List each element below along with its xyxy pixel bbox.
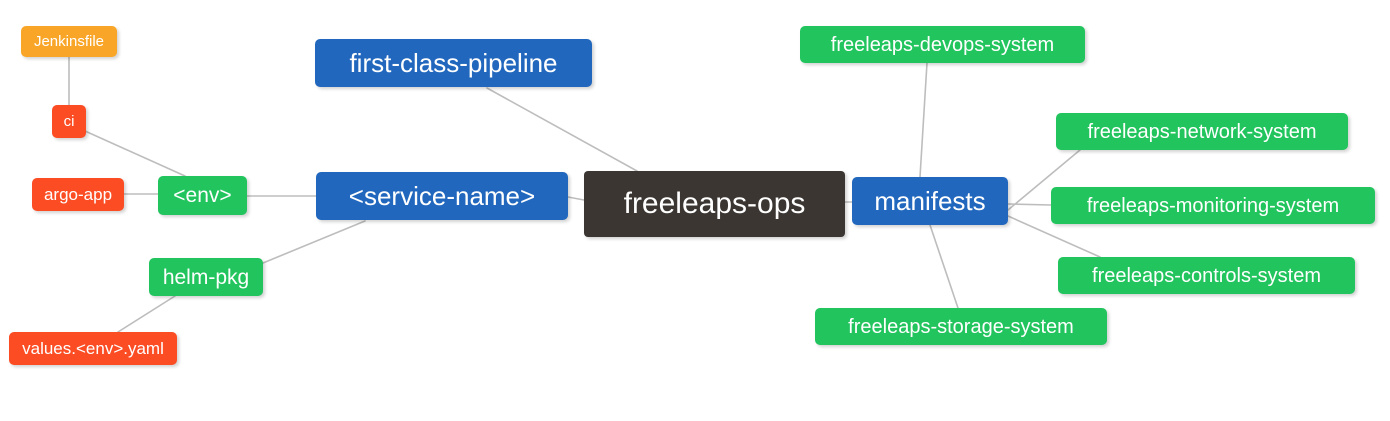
node-label: helm-pkg <box>162 265 250 289</box>
edge-manifests-to-freeleaps-monitoring-system <box>1007 203 1052 206</box>
mindmap-node-first-class-pipeline[interactable]: first-class-pipeline <box>315 39 592 87</box>
mindmap-node-freeleaps-devops-system[interactable]: freeleaps-devops-system <box>800 26 1085 63</box>
mindmap-node-freeleaps-network-system[interactable]: freeleaps-network-system <box>1056 113 1348 150</box>
edge-env-to-ci <box>84 130 186 177</box>
node-label: freeleaps-ops <box>623 187 806 220</box>
mindmap-node-freeleaps-monitoring-system[interactable]: freeleaps-monitoring-system <box>1051 187 1375 224</box>
node-label: <service-name> <box>348 181 536 211</box>
edge-manifests-to-freeleaps-devops-system <box>919 62 928 178</box>
edge-service-name-to-freeleaps-ops <box>567 196 585 201</box>
node-label: freeleaps-devops-system <box>830 33 1055 56</box>
mindmap-node-freeleaps-storage-system[interactable]: freeleaps-storage-system <box>815 308 1107 345</box>
mindmap-node-manifests[interactable]: manifests <box>852 177 1008 225</box>
mindmap-node-argo-app[interactable]: argo-app <box>32 178 124 211</box>
mindmap-node-values-env-yaml[interactable]: values.<env>.yaml <box>9 332 177 365</box>
node-label: <env> <box>173 184 232 207</box>
node-label: freeleaps-controls-system <box>1092 264 1321 287</box>
node-label: manifests <box>874 186 986 216</box>
mindmap-node-freeleaps-ops[interactable]: freeleaps-ops <box>584 171 845 237</box>
edge-manifests-to-freeleaps-storage-system <box>929 224 959 309</box>
edge-helm-pkg-to-values-env-yaml <box>117 295 176 333</box>
mindmap-node-ci[interactable]: ci <box>52 105 86 138</box>
mindmap-node-env[interactable]: <env> <box>158 176 247 215</box>
node-label: Jenkinsfile <box>33 33 105 50</box>
mindmap-node-jenkinsfile[interactable]: Jenkinsfile <box>21 26 117 57</box>
mindmap-node-service-name[interactable]: <service-name> <box>316 172 568 220</box>
mindmap-node-helm-pkg[interactable]: helm-pkg <box>149 258 263 296</box>
node-label: freeleaps-storage-system <box>848 315 1074 338</box>
node-label: ci <box>63 113 75 130</box>
edge-first-class-pipeline-to-freeleaps-ops <box>486 87 638 172</box>
node-label: freeleaps-monitoring-system <box>1086 194 1340 217</box>
node-label: freeleaps-network-system <box>1087 120 1317 143</box>
edge-service-name-to-helm-pkg <box>262 220 366 264</box>
node-label: argo-app <box>43 185 113 204</box>
mindmap-node-freeleaps-controls-system[interactable]: freeleaps-controls-system <box>1058 257 1355 294</box>
node-label: values.<env>.yaml <box>22 339 164 358</box>
node-label: first-class-pipeline <box>349 48 558 78</box>
